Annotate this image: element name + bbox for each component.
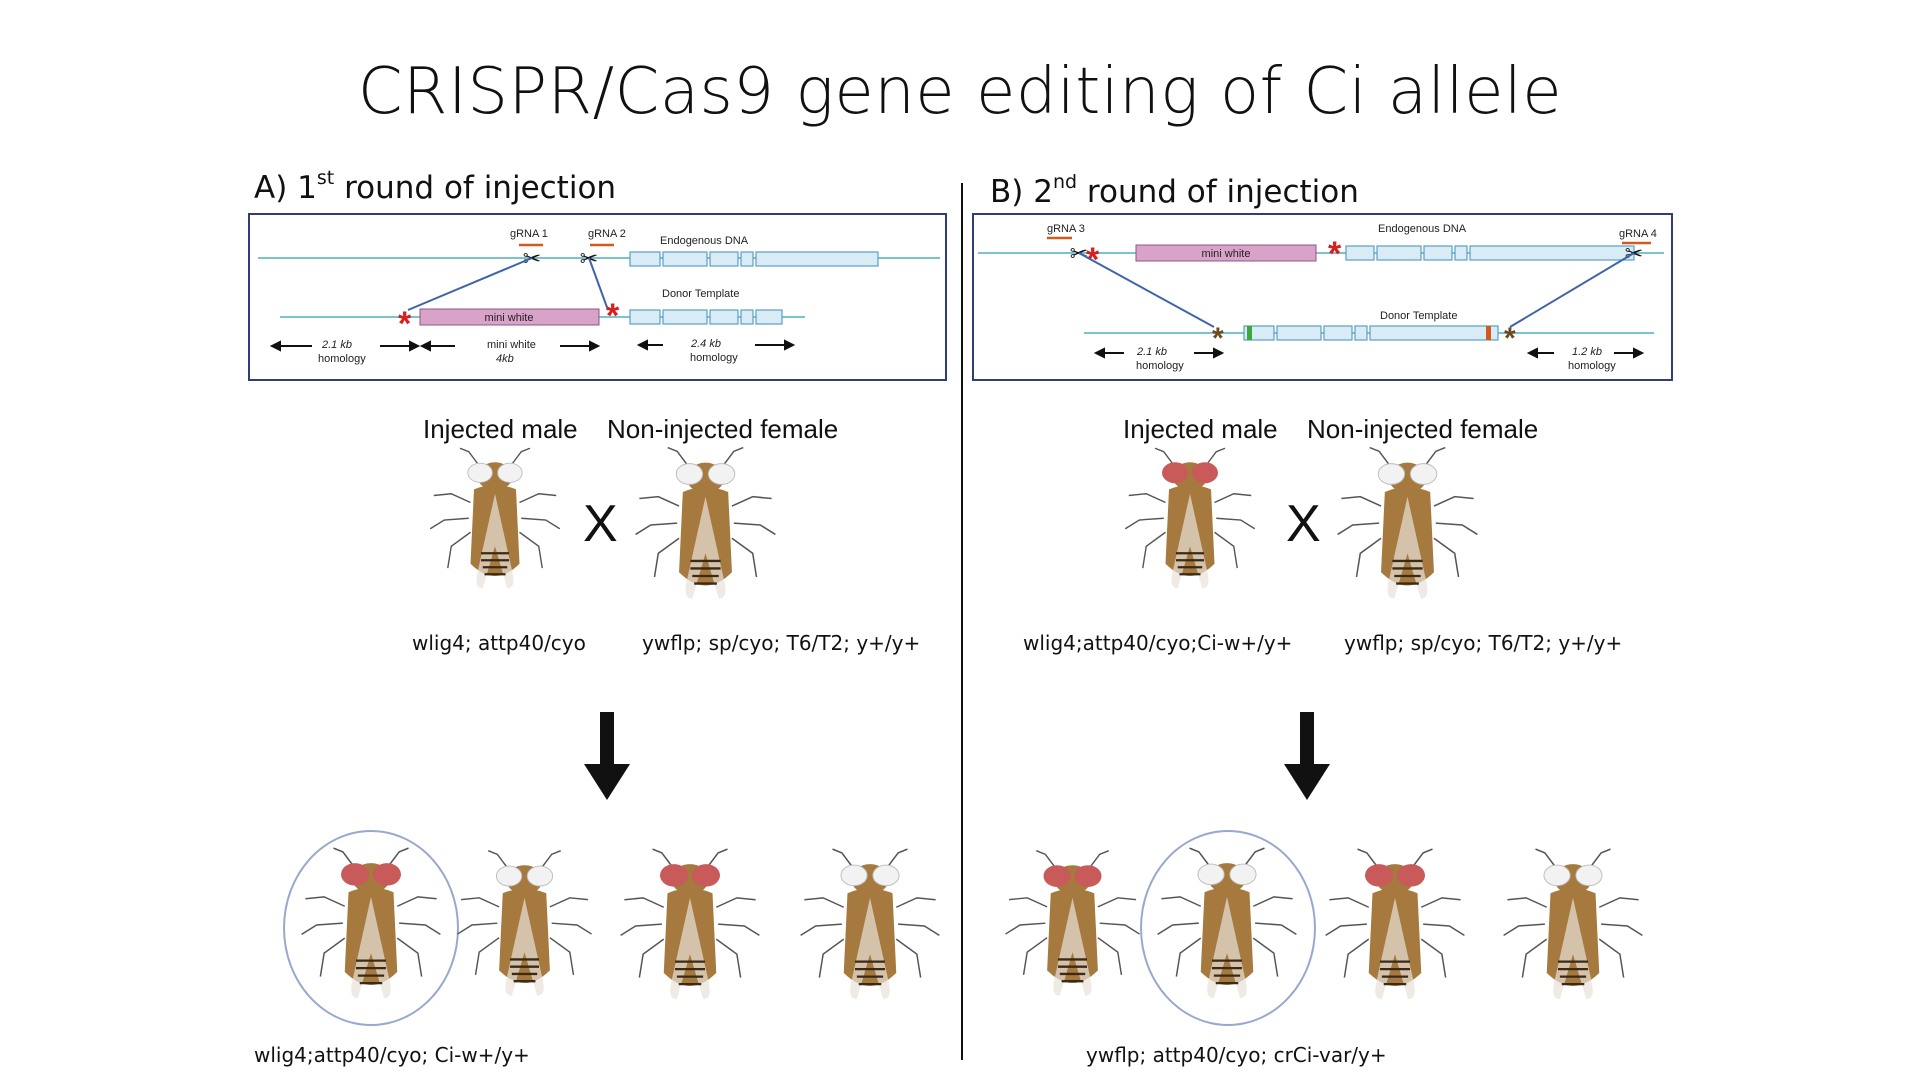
- panel-b-down-arrow-icon: [1284, 712, 1330, 800]
- panel-b-offspring-fly-red-eye: [1324, 848, 1466, 1001]
- panel-a-selected-offspring-circle: [283, 830, 459, 1026]
- left-homology-size: 2.1 kb: [1136, 346, 1167, 358]
- right-homology-size: 2.4 kb: [690, 338, 721, 350]
- donor-exons: [1243, 325, 1499, 341]
- panel-b-non-injected-female-label: Non-injected female: [1307, 414, 1539, 444]
- slide-title: CRISPR/Cas9 gene editing of Ci allele: [357, 55, 1563, 129]
- insert-size: 4kb: [496, 353, 514, 365]
- panel-b-offspring-genotype: ywflp; attp40/cyo; crCi-var/y+: [1086, 1043, 1387, 1067]
- panel-a-offspring-fly: [456, 849, 593, 997]
- panel-divider: [961, 183, 963, 1060]
- panel-a-heading-suffix: round of injection: [334, 170, 617, 206]
- panel-a-offspring-fly: [799, 848, 941, 1001]
- right-crossover-line: [1509, 252, 1635, 328]
- panel-b-heading-prefix: B) 2: [990, 174, 1053, 210]
- panel-b-offspring-fly-red-eye: [1004, 849, 1141, 997]
- panel-a-female-fly: [634, 446, 777, 600]
- panel-a-gene-diagram: Endogenous DNA gRNA 1 gRNA 2 ✂ ✂ mini wh…: [248, 213, 947, 381]
- grna-3-label: gRNA 3: [1047, 223, 1085, 235]
- left-homology-label: homology: [1136, 360, 1184, 372]
- right-homology-label: homology: [1568, 360, 1616, 372]
- endogenous-dna-label: Endogenous DNA: [1378, 223, 1467, 235]
- grna-4-label: gRNA 4: [1619, 228, 1657, 240]
- homology-arrows: [269, 339, 796, 352]
- panel-a-offspring-fly-red-eye: [619, 848, 761, 1001]
- left-crossover-line: [407, 257, 533, 311]
- homology-arrows: [1093, 347, 1645, 359]
- panel-a-offspring-fly-red-eye: [300, 847, 442, 1000]
- grna-2-label: gRNA 2: [588, 228, 626, 240]
- panel-a-heading-sup: st: [316, 166, 335, 189]
- panel-b-male-genotype: wlig4;attp40/cyo;Ci-w+/y+: [1023, 631, 1293, 655]
- panel-b-heading: B) 2nd round of injection: [990, 170, 1359, 210]
- panel-a-diagram-svg: Endogenous DNA gRNA 1 gRNA 2 ✂ ✂ mini wh…: [258, 228, 940, 365]
- panel-b-offspring-fly: [1156, 847, 1298, 1000]
- panel-b-cross-symbol: X: [1286, 495, 1321, 553]
- right-crossover-line: [588, 257, 609, 311]
- insert-label: mini white: [487, 339, 536, 351]
- donor-exons: [629, 309, 783, 325]
- right-homology-label: homology: [690, 352, 738, 364]
- cut-site-star-icon: *: [398, 305, 412, 343]
- marker-orange: [1486, 326, 1491, 340]
- donor-template-label: Donor Template: [662, 288, 739, 300]
- left-homology-label: homology: [318, 353, 366, 365]
- donor-star-icon: *: [1504, 322, 1516, 355]
- endogenous-dna-label: Endogenous DNA: [660, 235, 749, 247]
- panel-a-heading-prefix: A) 1: [254, 170, 317, 206]
- panel-a-offspring-genotype: wlig4;attp40/cyo; Ci-w+/y+: [254, 1043, 530, 1067]
- endogenous-exons: [1345, 245, 1635, 261]
- mini-white-cassette: [419, 308, 600, 326]
- panel-a-non-injected-female-label: Non-injected female: [607, 414, 839, 444]
- panel-a-down-arrow-icon: [584, 712, 630, 800]
- marker-green: [1247, 326, 1252, 340]
- panel-a-cross-symbol: X: [583, 495, 618, 553]
- donor-star-icon: *: [1212, 322, 1224, 355]
- panel-b-heading-suffix: round of injection: [1077, 174, 1359, 210]
- panel-b-gene-diagram: mini white Endogenous DNA gRNA 3 gRNA 4 …: [972, 213, 1673, 381]
- panel-b-heading-sup: nd: [1052, 170, 1078, 193]
- panel-a-male-fly: [429, 447, 561, 590]
- left-crossover-line: [1078, 252, 1215, 328]
- panel-b-female-fly: [1336, 446, 1479, 600]
- donor-template-label: Donor Template: [1380, 310, 1457, 322]
- endogenous-exons: [629, 251, 879, 267]
- panel-b-male-fly: [1124, 447, 1256, 590]
- panel-a-male-genotype: wlig4; attp40/cyo: [412, 631, 586, 655]
- panel-a-heading: A) 1st round of injection: [254, 166, 617, 206]
- mini-white-cassette: [1135, 244, 1317, 262]
- panel-b-selected-offspring-circle: [1140, 830, 1316, 1026]
- panel-a-female-genotype: ywflp; sp/cyo; T6/T2; y+/y+: [642, 631, 921, 655]
- mini-white-label: mini white: [485, 312, 534, 324]
- panel-b-injected-male-label: Injected male: [1123, 414, 1278, 444]
- cut-site-star-icon: *: [606, 297, 620, 335]
- left-homology-size: 2.1 kb: [321, 339, 352, 351]
- panel-a-injected-male-label: Injected male: [423, 414, 578, 444]
- mini-white-label: mini white: [1202, 248, 1251, 260]
- panel-b-female-genotype: ywflp; sp/cyo; T6/T2; y+/y+: [1344, 631, 1623, 655]
- panel-b-offspring-fly: [1502, 848, 1644, 1001]
- right-homology-size: 1.2 kb: [1572, 346, 1602, 358]
- cut-site-star-icon: *: [1328, 235, 1342, 273]
- grna-1-label: gRNA 1: [510, 228, 548, 240]
- panel-b-diagram-svg: mini white Endogenous DNA gRNA 3 gRNA 4 …: [978, 223, 1664, 372]
